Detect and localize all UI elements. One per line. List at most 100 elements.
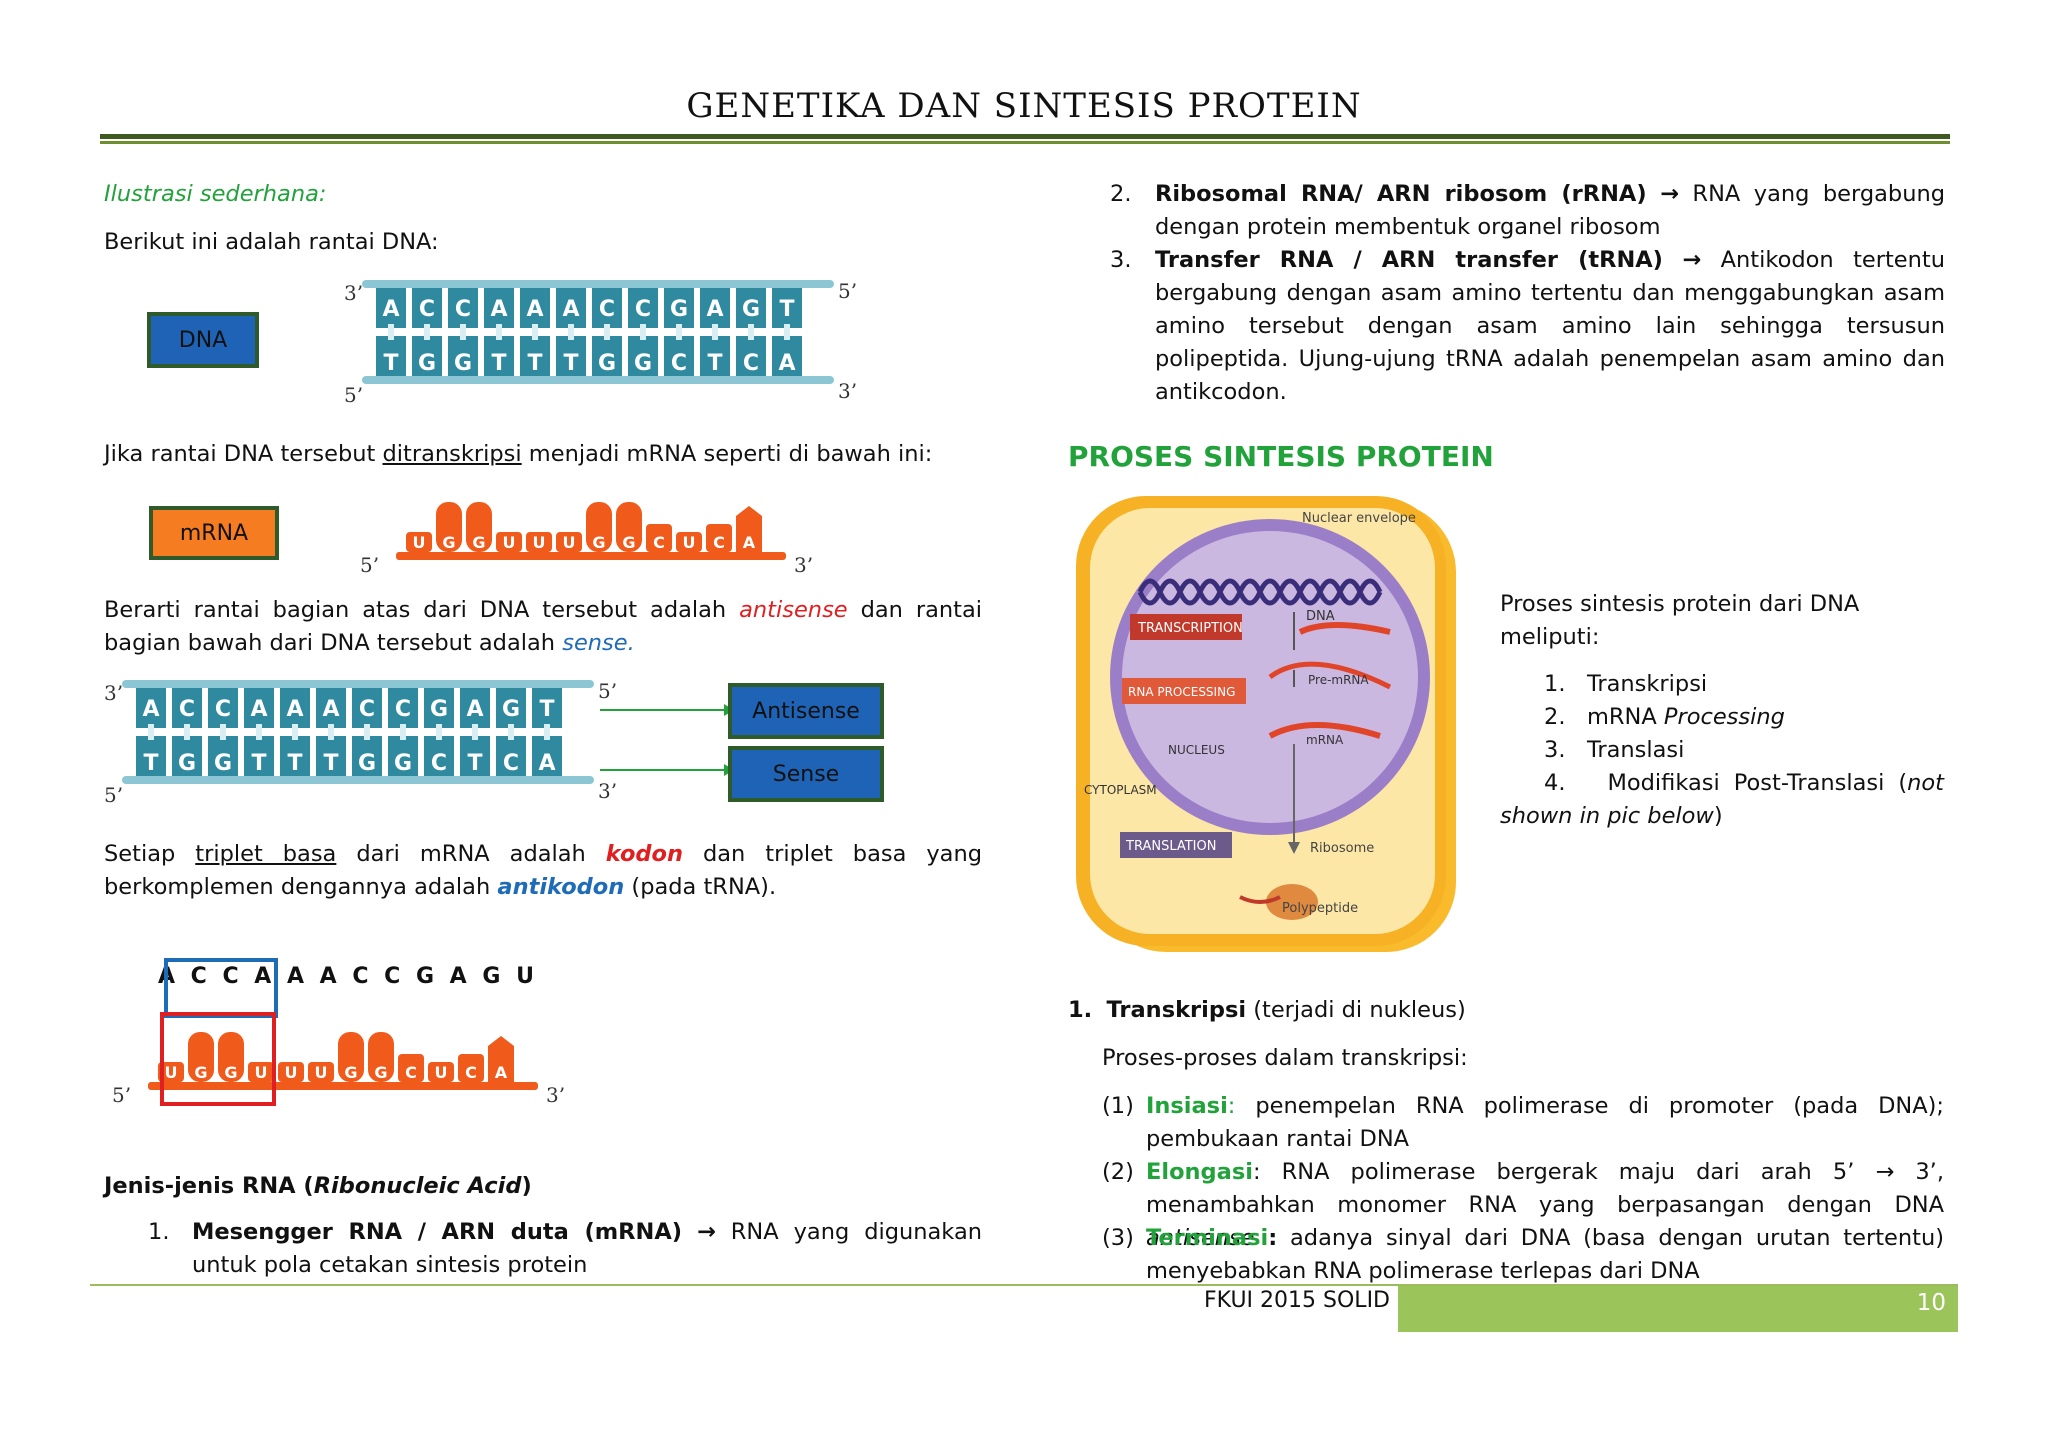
mrna-base-letter: G — [622, 533, 635, 552]
dna-bottom-base — [664, 336, 694, 376]
dna-base-pair-link — [748, 324, 754, 340]
mrna-base — [436, 502, 462, 552]
mrna-base-letter: U — [255, 1063, 268, 1082]
mrna-base — [488, 1036, 514, 1082]
dna-bottom-base — [388, 736, 418, 776]
dna-base-pair-link — [532, 324, 538, 340]
dna-bottom-base — [700, 336, 730, 376]
dna-backbone-top — [362, 280, 834, 288]
mrna-base-letter: G — [472, 533, 485, 552]
ribosome-label: Ribosome — [1310, 841, 1374, 856]
dna-end-5-top: 5’ — [598, 679, 617, 703]
dna-bottom-base-letter: T — [143, 751, 158, 776]
dna-top-base — [412, 288, 442, 328]
dna-bottom-base — [136, 736, 166, 776]
mrna-base — [586, 502, 612, 552]
dna-bottom-base — [316, 736, 346, 776]
mrna-base-letter: U — [413, 533, 426, 552]
dna-base-pair-link — [784, 324, 790, 340]
page-number: 10 — [1916, 1290, 1946, 1316]
dna-top-base-letter: C — [359, 697, 375, 722]
step-2: 2. mRNA Processing — [1544, 704, 1785, 730]
dna-base-pair-link — [364, 724, 370, 740]
dna-base-pair-link — [604, 324, 610, 340]
mrna-base-letter: U — [165, 1063, 178, 1082]
dna-base-pair-link — [472, 724, 478, 740]
mrna-base — [646, 524, 672, 552]
dna-top-base-letter: A — [142, 697, 159, 722]
dna-top-base — [460, 688, 490, 728]
dna-top-base — [316, 688, 346, 728]
sense-label-box: Sense — [728, 746, 884, 802]
dna-base-pair-link — [496, 324, 502, 340]
mrna-base-letter: G — [592, 533, 605, 552]
dna-bottom-base — [376, 336, 406, 376]
item3-text: Transfer RNA / ARN transfer (tRNA) → Ant… — [1155, 247, 1945, 405]
dna-top-base-letter: A — [382, 297, 399, 322]
polypeptide-label: Polypeptide — [1282, 901, 1358, 916]
anticodon-sequence: A C C A A A C C G A G U — [158, 964, 538, 989]
item2-text: Ribosomal RNA/ ARN ribosom (rRNA) → RNA … — [1155, 181, 1945, 240]
dna-top-base — [736, 288, 766, 328]
mrna-base — [458, 1054, 484, 1082]
mrna-base — [406, 532, 432, 552]
dna-base-pair-link — [424, 324, 430, 340]
pre-mrna-label: Pre-mRNA — [1308, 673, 1369, 687]
dna-top-base — [376, 288, 406, 328]
item2-number: 2. — [1110, 181, 1132, 207]
mrna-base — [188, 1032, 214, 1082]
dna-end-3-top: 3’ — [344, 281, 363, 305]
dna-bottom-base-letter: T — [491, 351, 506, 376]
berarti-paragraph: Berarti rantai bagian atas dari DNA ters… — [104, 597, 982, 656]
dna-top-base — [664, 288, 694, 328]
dna-top-base-letter: G — [430, 697, 448, 722]
dna-top-base-letter: G — [502, 697, 520, 722]
dna-top-base — [280, 688, 310, 728]
mrna-base-letter: C — [713, 533, 725, 552]
dna-bottom-base-letter: T — [383, 351, 398, 376]
mrna-base — [616, 502, 642, 552]
mrna-base — [556, 532, 582, 552]
mrna-base-letter: C — [465, 1063, 477, 1082]
mrna-base-letter: A — [495, 1063, 508, 1082]
dna-bottom-base — [424, 736, 454, 776]
dna-bottom-base — [772, 336, 802, 376]
dna-base-pair-link — [436, 724, 442, 740]
mrna-base-letter: U — [435, 1063, 448, 1082]
dna-bottom-base — [592, 336, 622, 376]
dna-bottom-base — [460, 736, 490, 776]
dna-bottom-base-letter: T — [251, 751, 266, 776]
mrna-base-letter: G — [374, 1063, 387, 1082]
dna-bottom-base-letter: G — [598, 351, 616, 376]
dna-top-base-letter: G — [670, 297, 688, 322]
dna-top-base-letter: A — [250, 697, 267, 722]
dna-top-base — [352, 688, 382, 728]
dna-bottom-base-letter: G — [358, 751, 376, 776]
mrna-base — [466, 502, 492, 552]
dna-bottom-base-letter: C — [431, 751, 447, 776]
transkripsi-heading: 1. Transkripsi (terjadi di nukleus) — [1068, 997, 1466, 1023]
dna-base-pair-link — [256, 724, 262, 740]
footer-label: FKUI 2015 SOLID — [1203, 1288, 1390, 1313]
proses-dalam-text: Proses-proses dalam transkripsi: — [1102, 1045, 1468, 1071]
dna-top-base-letter: C — [215, 697, 231, 722]
dna-bottom-base-letter: T — [287, 751, 302, 776]
dna-top-base-letter: C — [599, 297, 615, 322]
mrna-diagram-label: mRNA — [1306, 733, 1344, 747]
dna-top-base-letter: A — [322, 697, 339, 722]
nucleus-label: NUCLEUS — [1168, 743, 1225, 757]
dna-bottom-base-letter: C — [503, 751, 519, 776]
mrna-backbone — [396, 552, 786, 560]
dna-base-pair-link — [220, 724, 226, 740]
dna-bottom-base-letter: T — [467, 751, 482, 776]
mrna-base-letter: C — [405, 1063, 417, 1082]
mrna-base-letter: G — [442, 533, 455, 552]
mrna-base — [248, 1062, 274, 1082]
dna-bottom-base-letter: G — [634, 351, 652, 376]
dna-top-base-letter: A — [562, 297, 579, 322]
dna-top-base-letter: C — [455, 297, 471, 322]
anticodon-highlight-box — [164, 958, 278, 1018]
